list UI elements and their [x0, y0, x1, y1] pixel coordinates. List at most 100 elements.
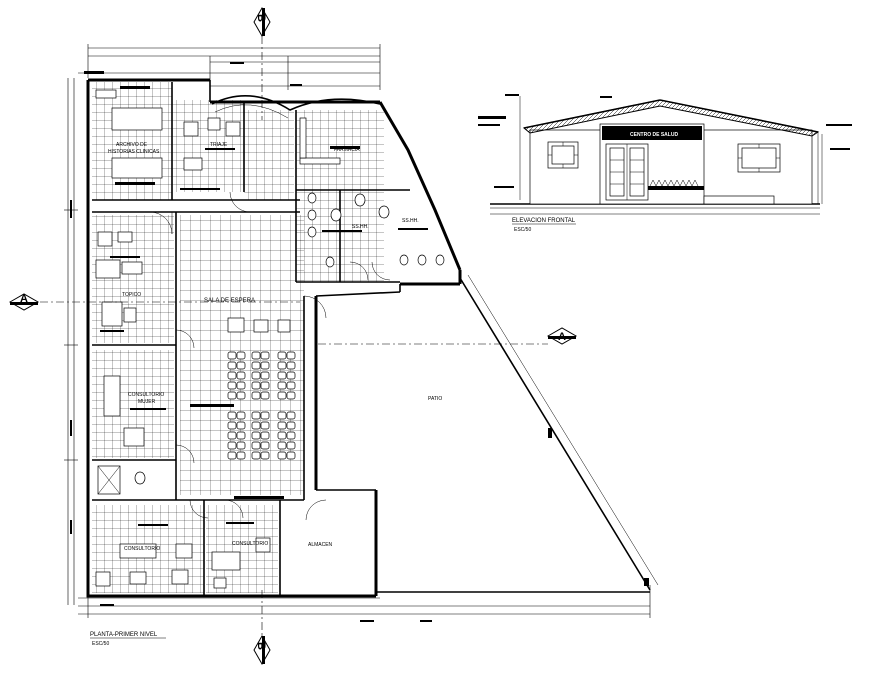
waiting-chair	[277, 361, 287, 370]
marker-a-left: A	[8, 293, 40, 311]
label-consult-mujer-2: MUJER	[138, 399, 156, 405]
waiting-chair	[236, 441, 246, 450]
label-archivo-1: ARCHIVO DE	[116, 142, 148, 148]
dimension-lines-top	[78, 44, 381, 90]
waiting-chair	[286, 381, 296, 390]
waiting-chair	[227, 351, 237, 360]
waiting-chair	[251, 371, 261, 380]
waiting-chair	[260, 381, 270, 390]
furniture-triaje	[180, 117, 241, 190]
waiting-chair	[227, 441, 237, 450]
waiting-chairs	[227, 351, 296, 460]
waiting-chair	[227, 381, 237, 390]
label-farmacia: FARMACIA	[334, 147, 360, 153]
waiting-chair	[277, 391, 287, 400]
waiting-chair	[227, 391, 237, 400]
front-elevation: CENTRO DE SALUD	[478, 94, 852, 215]
waiting-chair	[260, 391, 270, 400]
elevation-title: ELEVACION FRONTAL ESC/50	[512, 218, 576, 233]
marker-a-right: A	[546, 327, 578, 345]
plan-title: PLANTA-PRIMER NIVEL ESC/50	[90, 632, 166, 647]
waiting-chair	[251, 411, 261, 420]
waiting-chair	[227, 411, 237, 420]
label-consult-mujer-1: CONSULTORIO	[128, 392, 164, 398]
waiting-chair	[236, 381, 246, 390]
walls	[86, 78, 462, 598]
furniture-farmacia	[299, 117, 360, 165]
label-sala-espera: SALA DE ESPERA	[204, 298, 255, 304]
waiting-chair	[236, 451, 246, 460]
label-consultorio-2: CONSULTORIO	[232, 541, 268, 547]
waiting-chair	[260, 441, 270, 450]
marker-b-bottom: B	[253, 634, 271, 666]
floor-plan	[40, 36, 659, 640]
furniture-consult-mujer	[97, 375, 166, 495]
label-triaje: TRIAJE	[210, 142, 228, 148]
waiting-chair	[286, 351, 296, 360]
waiting-chair	[251, 381, 261, 390]
label-sshh-2: SS.HH.	[402, 218, 419, 224]
waiting-chair	[236, 391, 246, 400]
waiting-chair	[286, 411, 296, 420]
tile-farmacia	[296, 110, 384, 190]
waiting-chair	[277, 451, 287, 460]
waiting-chair	[251, 391, 261, 400]
dimension-lines-bottom	[78, 585, 651, 622]
furniture-consultorios	[95, 522, 271, 589]
tile-corridor-top	[244, 110, 294, 200]
waiting-chair	[277, 351, 287, 360]
waiting-chair	[251, 351, 261, 360]
waiting-chair	[227, 421, 237, 430]
waiting-chair	[227, 371, 237, 380]
waiting-chair	[260, 371, 270, 380]
label-patio: PATIO	[428, 396, 442, 402]
svg-text:A: A	[20, 293, 28, 305]
plan-scale-text: ESC/50	[92, 641, 109, 647]
svg-text:A: A	[558, 331, 566, 343]
waiting-chair	[286, 431, 296, 440]
waiting-chair	[227, 451, 237, 460]
tile-triaje	[172, 100, 244, 192]
waiting-chair	[251, 451, 261, 460]
dimension-lines-left	[64, 78, 78, 605]
waiting-chair	[277, 411, 287, 420]
waiting-chair	[236, 431, 246, 440]
waiting-chair	[251, 441, 261, 450]
marker-b-top: B	[253, 6, 271, 38]
waiting-chair	[286, 451, 296, 460]
elevation-title-text: ELEVACION FRONTAL	[512, 218, 576, 224]
waiting-chair	[286, 371, 296, 380]
waiting-chair	[260, 451, 270, 460]
waiting-chair	[260, 361, 270, 370]
doors	[149, 191, 391, 521]
furniture-topico	[95, 231, 143, 332]
waiting-chair	[260, 431, 270, 440]
label-topico: TOPICO	[122, 292, 141, 298]
entrance-arc	[211, 95, 381, 111]
elevation-sign: CENTRO DE SALUD	[630, 132, 678, 138]
bathroom-fixtures	[307, 192, 445, 268]
label-consultorio-1: CONSULTORIO	[124, 546, 160, 552]
waiting-chair	[260, 351, 270, 360]
waiting-chair	[227, 431, 237, 440]
section-line-a	[40, 301, 548, 345]
tile-archivo	[92, 82, 172, 200]
waiting-chair	[236, 411, 246, 420]
waiting-chair	[277, 421, 287, 430]
waiting-chair	[236, 421, 246, 430]
elevation-scale-text: ESC/50	[514, 227, 531, 233]
waiting-chair	[251, 421, 261, 430]
waiting-chair	[286, 441, 296, 450]
patio-boundary	[376, 274, 659, 593]
svg-text:B: B	[255, 14, 267, 22]
waiting-chair	[277, 371, 287, 380]
plan-title-text: PLANTA-PRIMER NIVEL	[90, 632, 158, 638]
label-almacen: ALMACEN	[308, 542, 333, 548]
waiting-chair	[236, 361, 246, 370]
waiting-chair	[277, 431, 287, 440]
waiting-chair	[260, 421, 270, 430]
waiting-chair	[227, 361, 237, 370]
label-sshh-1: SS.HH.	[352, 224, 369, 230]
svg-text:B: B	[255, 642, 267, 650]
